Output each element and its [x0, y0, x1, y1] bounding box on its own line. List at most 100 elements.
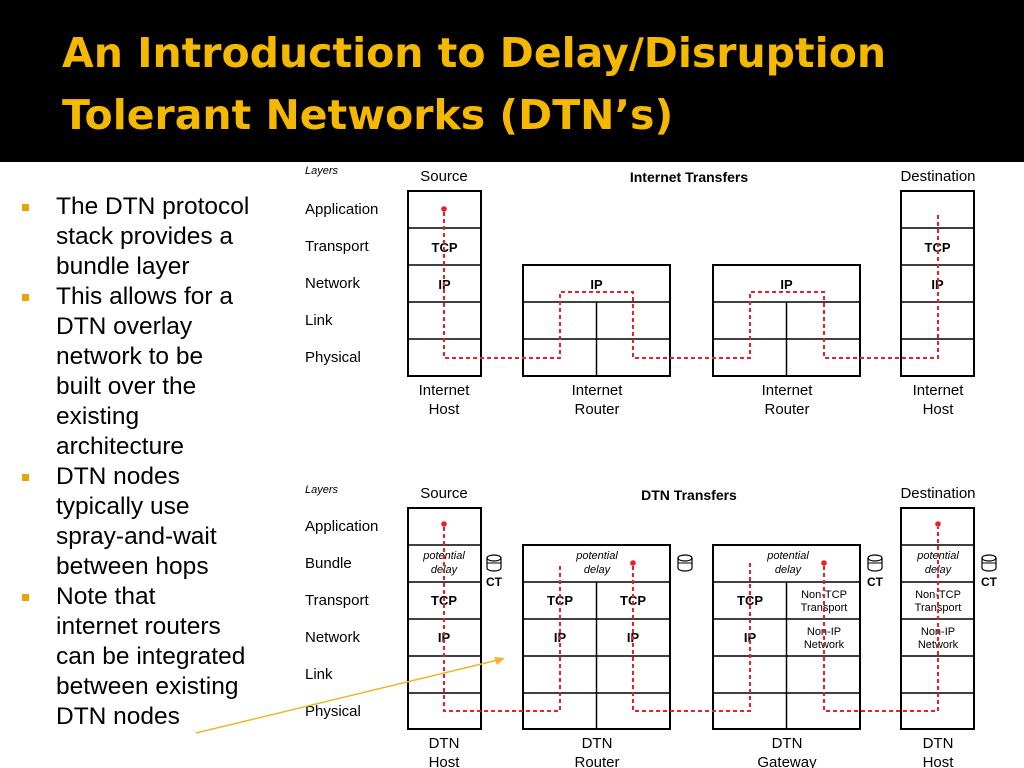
node-label: Internet: [762, 382, 814, 399]
layer-label: Link: [305, 312, 333, 329]
node-label: Host: [923, 401, 955, 418]
layer-label: Bundle: [305, 555, 352, 572]
tcp-cell: TCP: [925, 240, 951, 255]
node-label: Internet: [419, 382, 471, 399]
bullet-item: DTN nodes typically use spray-and-wait betw…: [18, 462, 300, 582]
ct-storage-icon: [867, 554, 883, 572]
node-label: Router: [574, 401, 619, 418]
storage-icon-top: [867, 554, 883, 562]
layer-label: Transport: [305, 238, 369, 255]
layer-label: Transport: [305, 592, 369, 609]
bullet-text: built over the: [56, 373, 197, 400]
bullet-text: internet routers: [56, 613, 221, 640]
bullet-text: typically use: [56, 493, 190, 520]
storage-icon-top: [677, 554, 693, 562]
dtn-data-path-segment: [632, 563, 751, 712]
node-label: Internet: [913, 382, 965, 399]
bullet-text: stack provides a: [56, 223, 234, 250]
dtn-data-path-segment: [443, 527, 561, 712]
node-label: DTN: [772, 735, 803, 752]
bullet-text: existing: [56, 403, 140, 430]
bullet-text: can be integrated: [56, 643, 246, 670]
dtn-data-path-segment: [823, 527, 939, 712]
title-band: [0, 0, 1024, 162]
bullet-text: between existing: [56, 673, 239, 700]
diagram-heading: Internet Transfers: [630, 169, 748, 185]
layer-label: Application: [305, 201, 378, 218]
node-label: DTN: [582, 735, 613, 752]
potential-delay-label: delay: [775, 564, 803, 576]
tcp-cell: TCP: [620, 593, 646, 608]
tcp-cell: TCP: [547, 593, 573, 608]
bullet-text: DTN nodes: [56, 703, 180, 730]
ct-label: CT: [486, 575, 503, 589]
layer-label: Link: [305, 666, 333, 683]
diagram-heading: DTN Transfers: [641, 487, 737, 503]
storage-icon-body: [486, 558, 502, 572]
bullet-text: DTN overlay: [56, 313, 193, 340]
bullet-text: architecture: [56, 433, 185, 460]
node-label: Host: [429, 754, 461, 768]
layer-label: Physical: [305, 349, 361, 366]
node-label: DTN: [429, 735, 460, 752]
ip-cell: IP: [590, 277, 603, 292]
bullet-item: The DTN protocol stack provides a bundle l…: [18, 192, 300, 282]
bullet-text: between hops: [56, 553, 209, 580]
bullet-text: The DTN protocol: [56, 193, 250, 220]
ct-label: CT: [981, 575, 998, 589]
node-label: Gateway: [757, 754, 817, 768]
title-line-1: An Introduction to Delay/Disruption: [62, 29, 887, 77]
ct-storage-icon: [486, 554, 502, 572]
source-label: Source: [420, 485, 468, 502]
node-label: Router: [574, 754, 619, 768]
layers-caption: Layers: [305, 165, 339, 177]
destination-label: Destination: [900, 485, 975, 502]
annotation-arrow-line: [195, 658, 503, 734]
ct-storage-icon: [677, 554, 693, 572]
bullet-marker: [22, 294, 29, 301]
layers-caption: Layers: [305, 484, 339, 496]
ip-cell: IP: [931, 277, 944, 292]
ip-cell: IP: [744, 630, 757, 645]
internet-host-stack: [900, 190, 975, 377]
node-label: DTN: [923, 735, 954, 752]
bullet-item: Note that internet routers can be integrat…: [18, 582, 300, 732]
ct-storage-icon: [981, 554, 997, 572]
storage-icon-top: [486, 554, 502, 562]
path-start-dot: [441, 521, 447, 527]
path-start-dot: [630, 560, 636, 566]
annotation-arrow-head: [494, 657, 505, 665]
layer-label: Physical: [305, 703, 361, 720]
bullet-text: spray-and-wait: [56, 523, 217, 550]
bullet-marker: [22, 474, 29, 481]
non-tcp-label: Transport: [915, 602, 962, 614]
potential-delay-label: potential: [575, 550, 618, 562]
storage-icon-top: [981, 554, 997, 562]
path-start-dot: [441, 206, 447, 212]
bullet-text: Note that: [56, 583, 156, 610]
bullet-marker: [22, 594, 29, 601]
layer-label: Network: [305, 275, 361, 292]
ct-label: CT: [867, 575, 884, 589]
storage-icon-body: [981, 558, 997, 572]
bullet-text: network to be: [56, 343, 204, 370]
path-start-dot: [935, 521, 941, 527]
slide-title: An Introduction to Delay/Disruption Tole…: [62, 22, 1012, 146]
destination-label: Destination: [900, 168, 975, 185]
bullet-text: DTN nodes: [56, 463, 180, 490]
bullet-text: bundle layer: [56, 253, 190, 280]
bullet-text: This allows for a: [56, 283, 234, 310]
bullet-list: The DTN protocol stack provides a bundle l…: [18, 192, 300, 732]
node-label: Router: [764, 401, 809, 418]
path-start-dot: [821, 560, 827, 566]
layer-label: Network: [305, 629, 361, 646]
potential-delay-label: delay: [584, 564, 612, 576]
ip-cell: IP: [780, 277, 793, 292]
storage-icon-body: [867, 558, 883, 572]
title-line-2: Tolerant Networks (DTN’s): [62, 91, 674, 139]
ip-cell: IP: [438, 630, 451, 645]
bullet-item: This allows for a DTN overlay network to b…: [18, 282, 300, 462]
node-label: Host: [429, 401, 461, 418]
layer-label: Application: [305, 518, 378, 535]
